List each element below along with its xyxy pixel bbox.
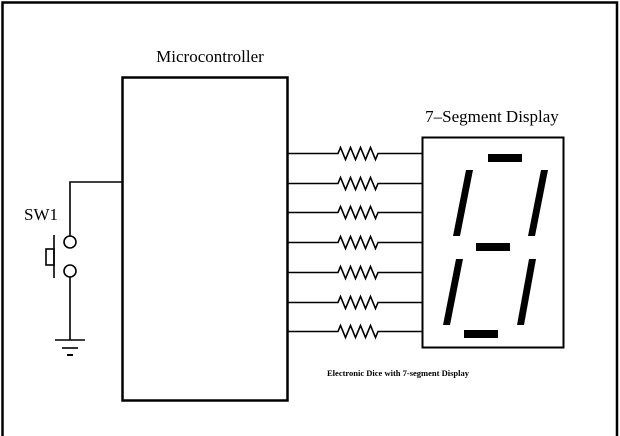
segment-b [528, 170, 548, 236]
switch-actuator-knob [45, 248, 55, 266]
push-button-switch [45, 181, 122, 340]
segment-e [443, 259, 463, 325]
resistor-1 [287, 145, 422, 162]
resistor-2 [287, 175, 422, 192]
display-box [421, 136, 565, 349]
switch-contact-bottom [63, 264, 77, 278]
switch-label: SW1 [24, 205, 58, 224]
resistor-3 [287, 204, 422, 221]
segment-g [476, 243, 510, 251]
switch-contact-top [63, 235, 77, 249]
resistor-6 [287, 294, 422, 311]
microcontroller-label: Microcontroller [156, 47, 264, 66]
ground-icon [55, 339, 85, 356]
microcontroller-box [121, 76, 289, 402]
diagram-caption: Electronic Dice with 7-segment Display [327, 368, 470, 378]
segment-f [453, 170, 473, 236]
display-label: 7–Segment Display [425, 107, 559, 126]
display-segments [443, 154, 548, 338]
resistor-5 [287, 264, 422, 281]
segment-c [517, 259, 536, 325]
resistor-array [287, 145, 422, 340]
resistor-7 [287, 323, 422, 340]
segment-a [488, 154, 522, 162]
resistor-4 [287, 234, 422, 251]
switch-wire-top [69, 181, 122, 236]
segment-d [464, 330, 498, 338]
